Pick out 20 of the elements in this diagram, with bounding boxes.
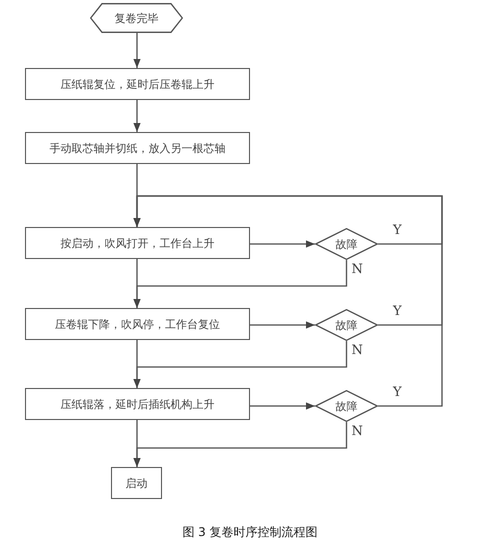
arrow [133, 100, 141, 132]
arrow [250, 240, 315, 248]
process-box: 启动 [111, 467, 162, 499]
process-box: 压纸辊落，延时后插纸机构上升 [25, 388, 250, 420]
arrow [133, 195, 443, 407]
decision-diamond: 故障 [315, 309, 378, 341]
process-box: 压卷辊下降，吹风停，工作台复位 [25, 308, 250, 340]
process-box: 压纸辊复位，延时后压卷辊上升 [25, 68, 250, 100]
arrow [133, 420, 141, 467]
arrow [133, 259, 141, 308]
process-box: 手动取芯轴并切纸，放入另一根芯轴 [25, 132, 250, 164]
arrow [250, 402, 315, 410]
arrow [133, 33, 141, 68]
decision-diamond: 故障 [315, 390, 378, 422]
arrow [250, 321, 315, 329]
figure-caption: 图 3 复卷时序控制流程图 [181, 524, 319, 541]
process-box: 按启动，吹风打开，工作台上升 [25, 227, 250, 259]
decision-diamond: 故障 [315, 228, 378, 260]
terminal-hexagon: 复卷完毕 [90, 3, 183, 33]
arrow [133, 340, 141, 388]
